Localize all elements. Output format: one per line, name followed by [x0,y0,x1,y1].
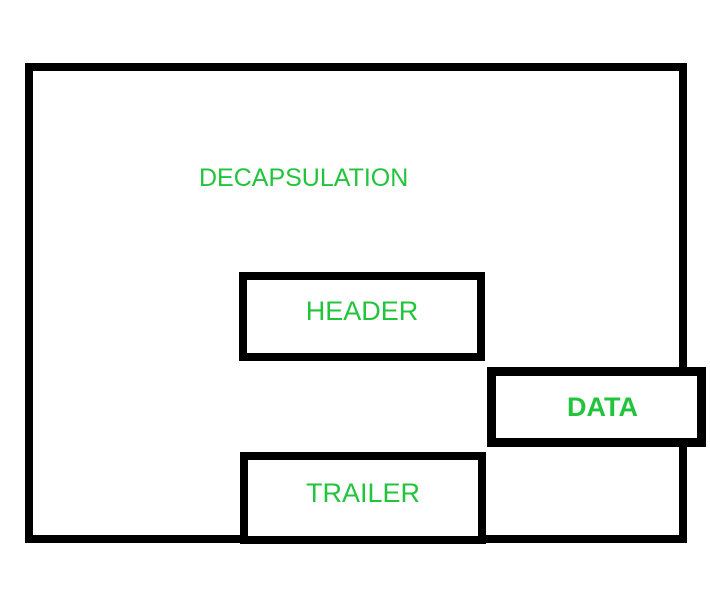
trailer-box-label: TRAILER [305,478,421,508]
outer-frame: DECAPSULATION HEADER DATA TRAILER [25,63,706,544]
trailer-box[interactable]: TRAILER [240,452,486,544]
data-box[interactable]: DATA [487,367,706,447]
header-box[interactable]: HEADER [239,272,485,361]
data-box-label: DATA [567,392,638,422]
header-box-label: HEADER [305,295,419,326]
page-title: DECAPSULATION [199,164,409,192]
